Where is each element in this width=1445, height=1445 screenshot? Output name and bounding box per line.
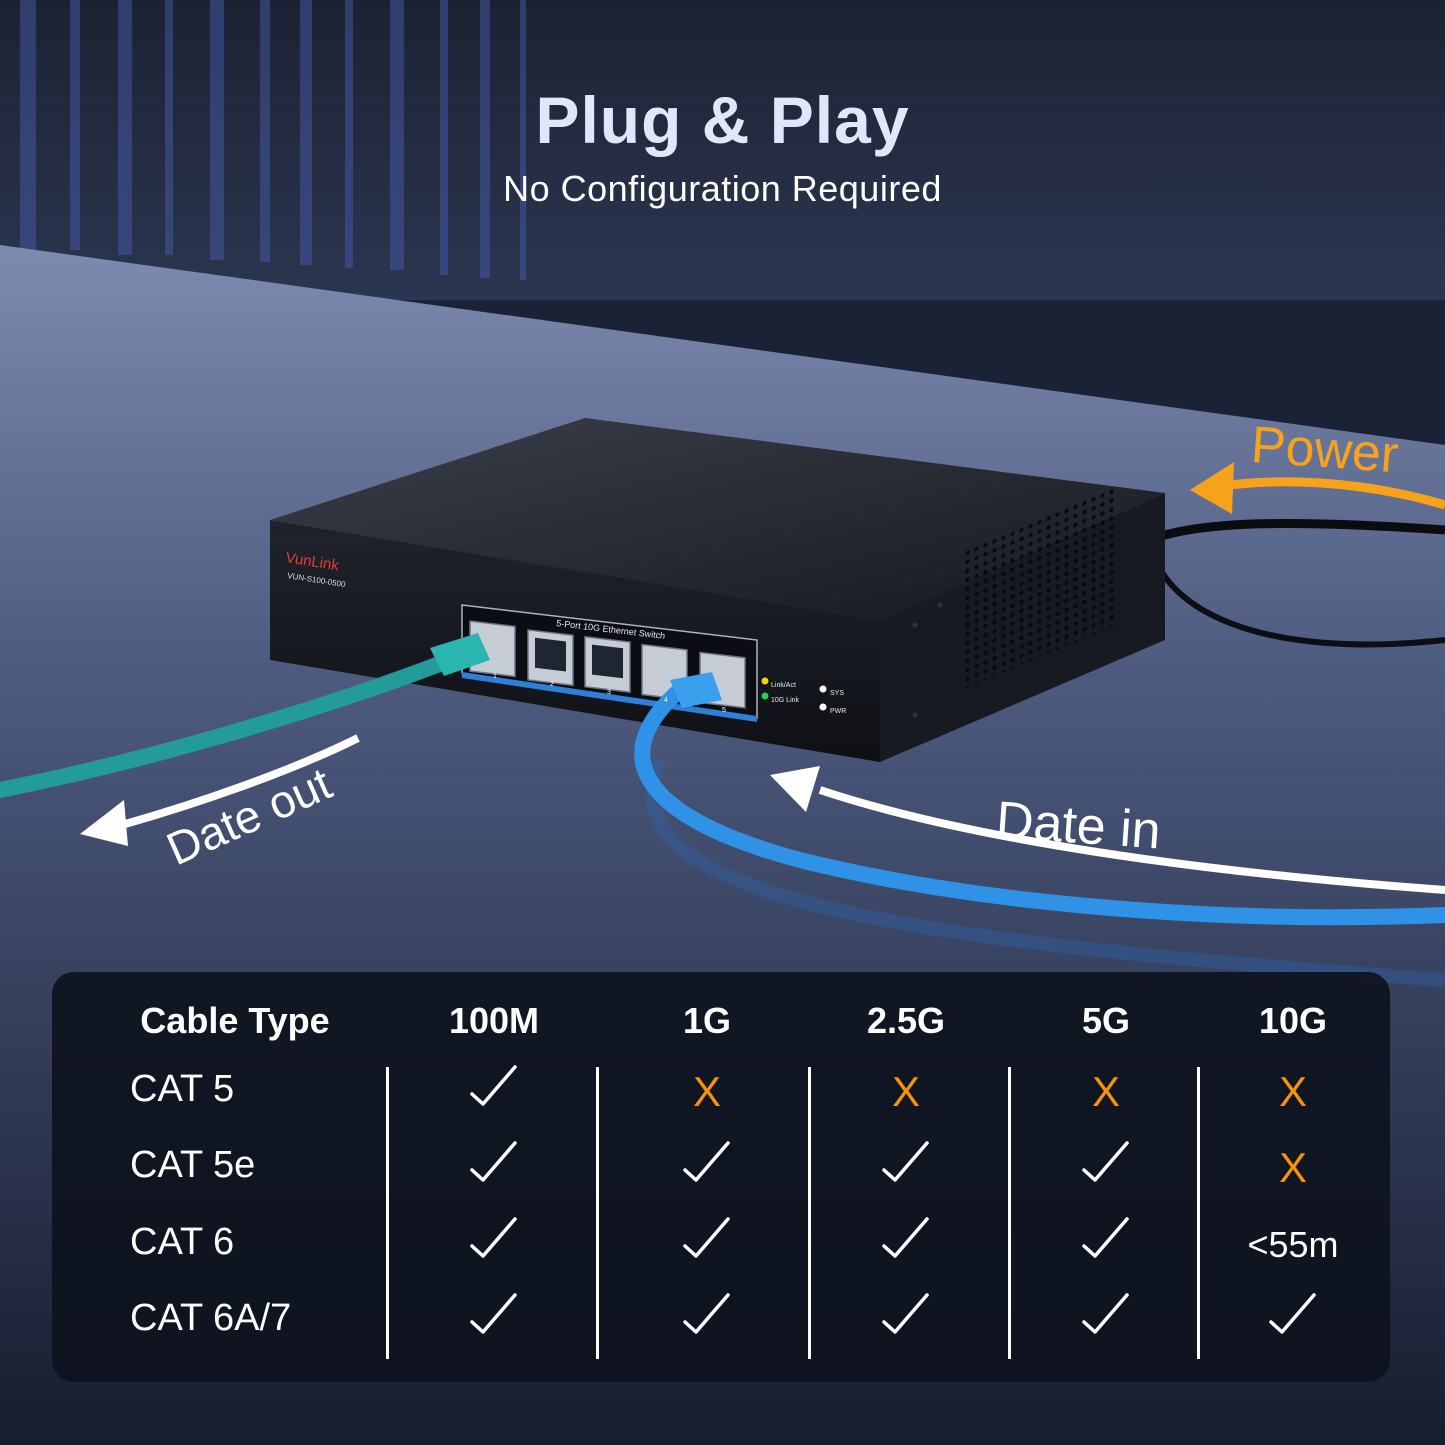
data-in-label: Date in [994, 791, 1162, 860]
row-label: CAT 5e [130, 1144, 256, 1186]
power-label: Power [1249, 416, 1400, 484]
check-icon [469, 1064, 519, 1110]
page-subtitle: No Configuration Required [503, 168, 942, 209]
check-icon [881, 1140, 931, 1186]
table-header-cable-type: Cable Type [140, 1000, 330, 1041]
column-divider [1008, 1067, 1011, 1359]
column-header: 5G [1081, 1000, 1131, 1041]
row-label: CAT 5 [130, 1068, 235, 1110]
cross-icon: X [891, 1068, 921, 1115]
port-number: 3 [607, 689, 611, 696]
page-title: Plug & Play [535, 83, 910, 157]
check-icon [1081, 1140, 1131, 1186]
check-icon [682, 1140, 732, 1186]
column-header: 1G [682, 1000, 732, 1041]
cross-icon: X [1278, 1144, 1308, 1191]
cross-icon: X [1091, 1068, 1121, 1115]
port-number: 5 [722, 707, 726, 714]
check-icon [469, 1216, 519, 1262]
cross-icon: X [692, 1068, 722, 1115]
port-number: 2 [550, 681, 554, 688]
check-icon [881, 1292, 931, 1338]
check-icon [1081, 1216, 1131, 1262]
column-header: 2.5G [866, 1000, 946, 1041]
column-divider [386, 1067, 389, 1359]
column-divider [808, 1067, 811, 1359]
port-number: 4 [664, 697, 668, 704]
check-icon [682, 1216, 732, 1262]
row-label: CAT 6A/7 [130, 1297, 292, 1339]
check-icon [1081, 1292, 1131, 1338]
led-label-10g: 10G Link [771, 697, 800, 704]
row-label: CAT 6 [130, 1221, 235, 1263]
check-icon [881, 1216, 931, 1262]
column-divider [596, 1067, 599, 1359]
column-header: 100M [448, 1000, 540, 1041]
check-icon [469, 1140, 519, 1186]
led-label-sys: SYS [830, 690, 844, 697]
check-icon [469, 1292, 519, 1338]
check-icon [682, 1292, 732, 1338]
check-icon [1268, 1292, 1318, 1338]
port-number: 1 [493, 673, 497, 680]
rack-lights [20, 0, 526, 280]
column-header: 10G [1258, 1000, 1328, 1041]
cable-compatibility-table [52, 972, 1390, 1382]
led-label-link: Link/Act [771, 682, 796, 689]
cross-icon: X [1278, 1068, 1308, 1115]
table-cell-text: <55m [1247, 1224, 1339, 1265]
column-divider [1197, 1067, 1200, 1359]
led-label-pwr: PWR [830, 708, 846, 715]
